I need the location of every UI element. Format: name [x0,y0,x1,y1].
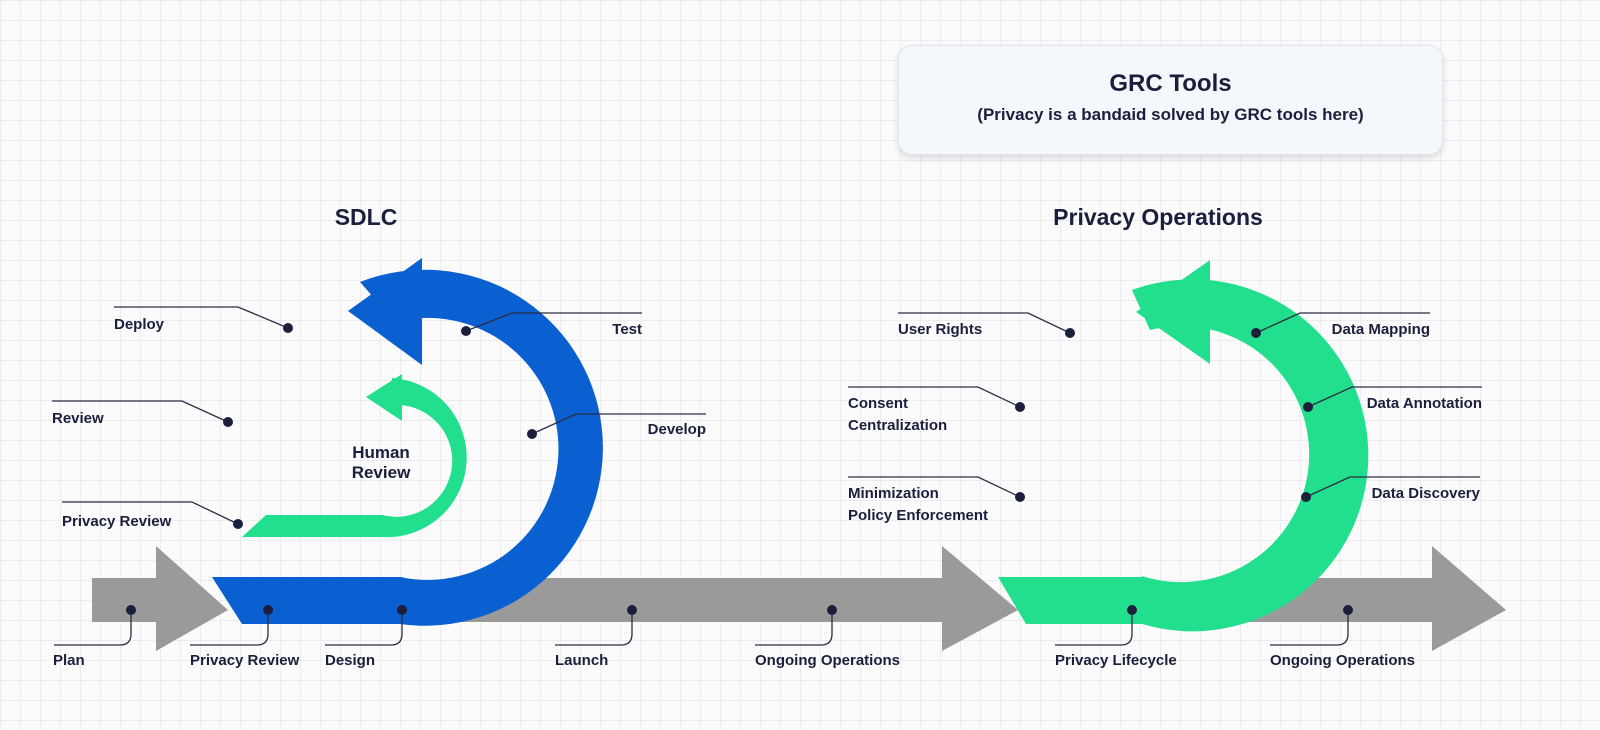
leader-develop [531,413,706,435]
dot-privacy-lifecycle [1127,605,1137,615]
dot-minimization [1015,492,1025,502]
leader-design [325,610,403,646]
leader-launch [555,610,633,646]
human-review-tail [242,515,384,537]
label-minimization-line2: Policy Enforcement [848,507,988,524]
label-design: Design [325,652,375,669]
leader-consent [848,386,1021,408]
sdlc-loop-tail [212,577,402,624]
leader-lines [52,306,1482,646]
label-test: Test [612,321,642,338]
label-deploy: Deploy [114,316,165,333]
leader-minimization [848,476,1021,498]
privacy-ops-arrowhead [1136,260,1210,364]
label-plan: Plan [53,652,85,669]
leader-privacy-lifecycle [1055,610,1133,646]
privacy-ops-ring [1132,279,1369,632]
dot-data-discovery [1301,492,1311,502]
leader-plan [54,610,132,646]
leader-ongoing-operations-1 [755,610,833,646]
label-privacy-lifecycle: Privacy Lifecycle [1055,652,1177,669]
label-data-annotation: Data Annotation [1367,395,1482,412]
label-data-mapping: Data Mapping [1332,321,1430,338]
timeline-arrow-plan [92,546,228,651]
dot-ongoing-operations-2 [1343,605,1353,615]
privacy-ops-labels: User Rights Data Mapping Consent Central… [848,321,1482,669]
human-review-loop [242,374,467,538]
sdlc-loop-arrowhead [348,258,422,365]
label-ongoing-operations-1: Ongoing Operations [755,652,900,669]
leader-test [465,312,642,332]
timeline-arrow-ongoing [1225,546,1506,651]
leader-data-discovery [1305,476,1480,498]
dot-data-annotation [1303,402,1313,412]
dot-launch [627,605,637,615]
dot-plan [126,605,136,615]
leader-deploy [114,306,289,329]
leader-ongoing-operations-2 [1270,610,1349,646]
dot-develop [527,429,537,439]
leader-privacy-review-bottom [190,610,269,646]
label-consent-line1: Consent [848,395,908,412]
privacy-operations-title: Privacy Operations [1053,204,1263,230]
leader-data-mapping [1255,312,1430,334]
dot-privacy-review-bottom [263,605,273,615]
dot-ongoing-operations-1 [827,605,837,615]
human-review-ring [382,378,467,538]
timeline-labels: Launch Ongoing Operations Ongoing Operat… [555,652,1415,669]
leader-privacy-review-inner [62,501,239,525]
dot-deploy [283,323,293,333]
label-user-rights: User Rights [898,321,982,338]
dot-data-mapping [1251,328,1261,338]
dot-consent [1015,402,1025,412]
dot-review [223,417,233,427]
dot-test [461,326,471,336]
label-review: Review [52,410,104,427]
label-data-discovery: Data Discovery [1372,485,1481,502]
sdlc-loop-ring [360,269,603,626]
sdlc-labels: Deploy Test Review Develop Privacy Revie… [52,316,706,669]
label-ongoing-operations-2: Ongoing Operations [1270,652,1415,669]
grc-tools-box: GRC Tools (Privacy is a bandaid solved b… [898,45,1443,155]
grc-tools-title: GRC Tools [1109,70,1232,97]
label-privacy-review-bottom: Privacy Review [190,652,300,669]
privacy-ops-tail [998,577,1144,624]
dot-design [397,605,407,615]
label-minimization-line1: Minimization [848,485,939,502]
human-review-line1: Human [352,443,410,462]
label-privacy-review-inner: Privacy Review [62,513,172,530]
dot-privacy-review-inner [233,519,243,529]
sdlc-loop [212,258,603,626]
human-review-arrowhead [366,374,402,421]
dot-user-rights [1065,328,1075,338]
sdlc-title: SDLC [335,204,398,230]
leader-review [52,400,229,423]
leader-data-annotation [1307,386,1482,408]
privacy-ops-loop [998,260,1369,632]
label-launch: Launch [555,652,608,669]
grc-tools-subtitle: (Privacy is a bandaid solved by GRC tool… [977,105,1364,124]
timeline-arrows [92,546,1506,651]
label-consent-line2: Centralization [848,417,947,434]
marker-dots [126,323,1353,615]
leader-user-rights [898,312,1071,334]
timeline-arrow-launch [438,546,1018,651]
label-develop: Develop [648,421,706,438]
human-review-line2: Review [352,463,411,482]
